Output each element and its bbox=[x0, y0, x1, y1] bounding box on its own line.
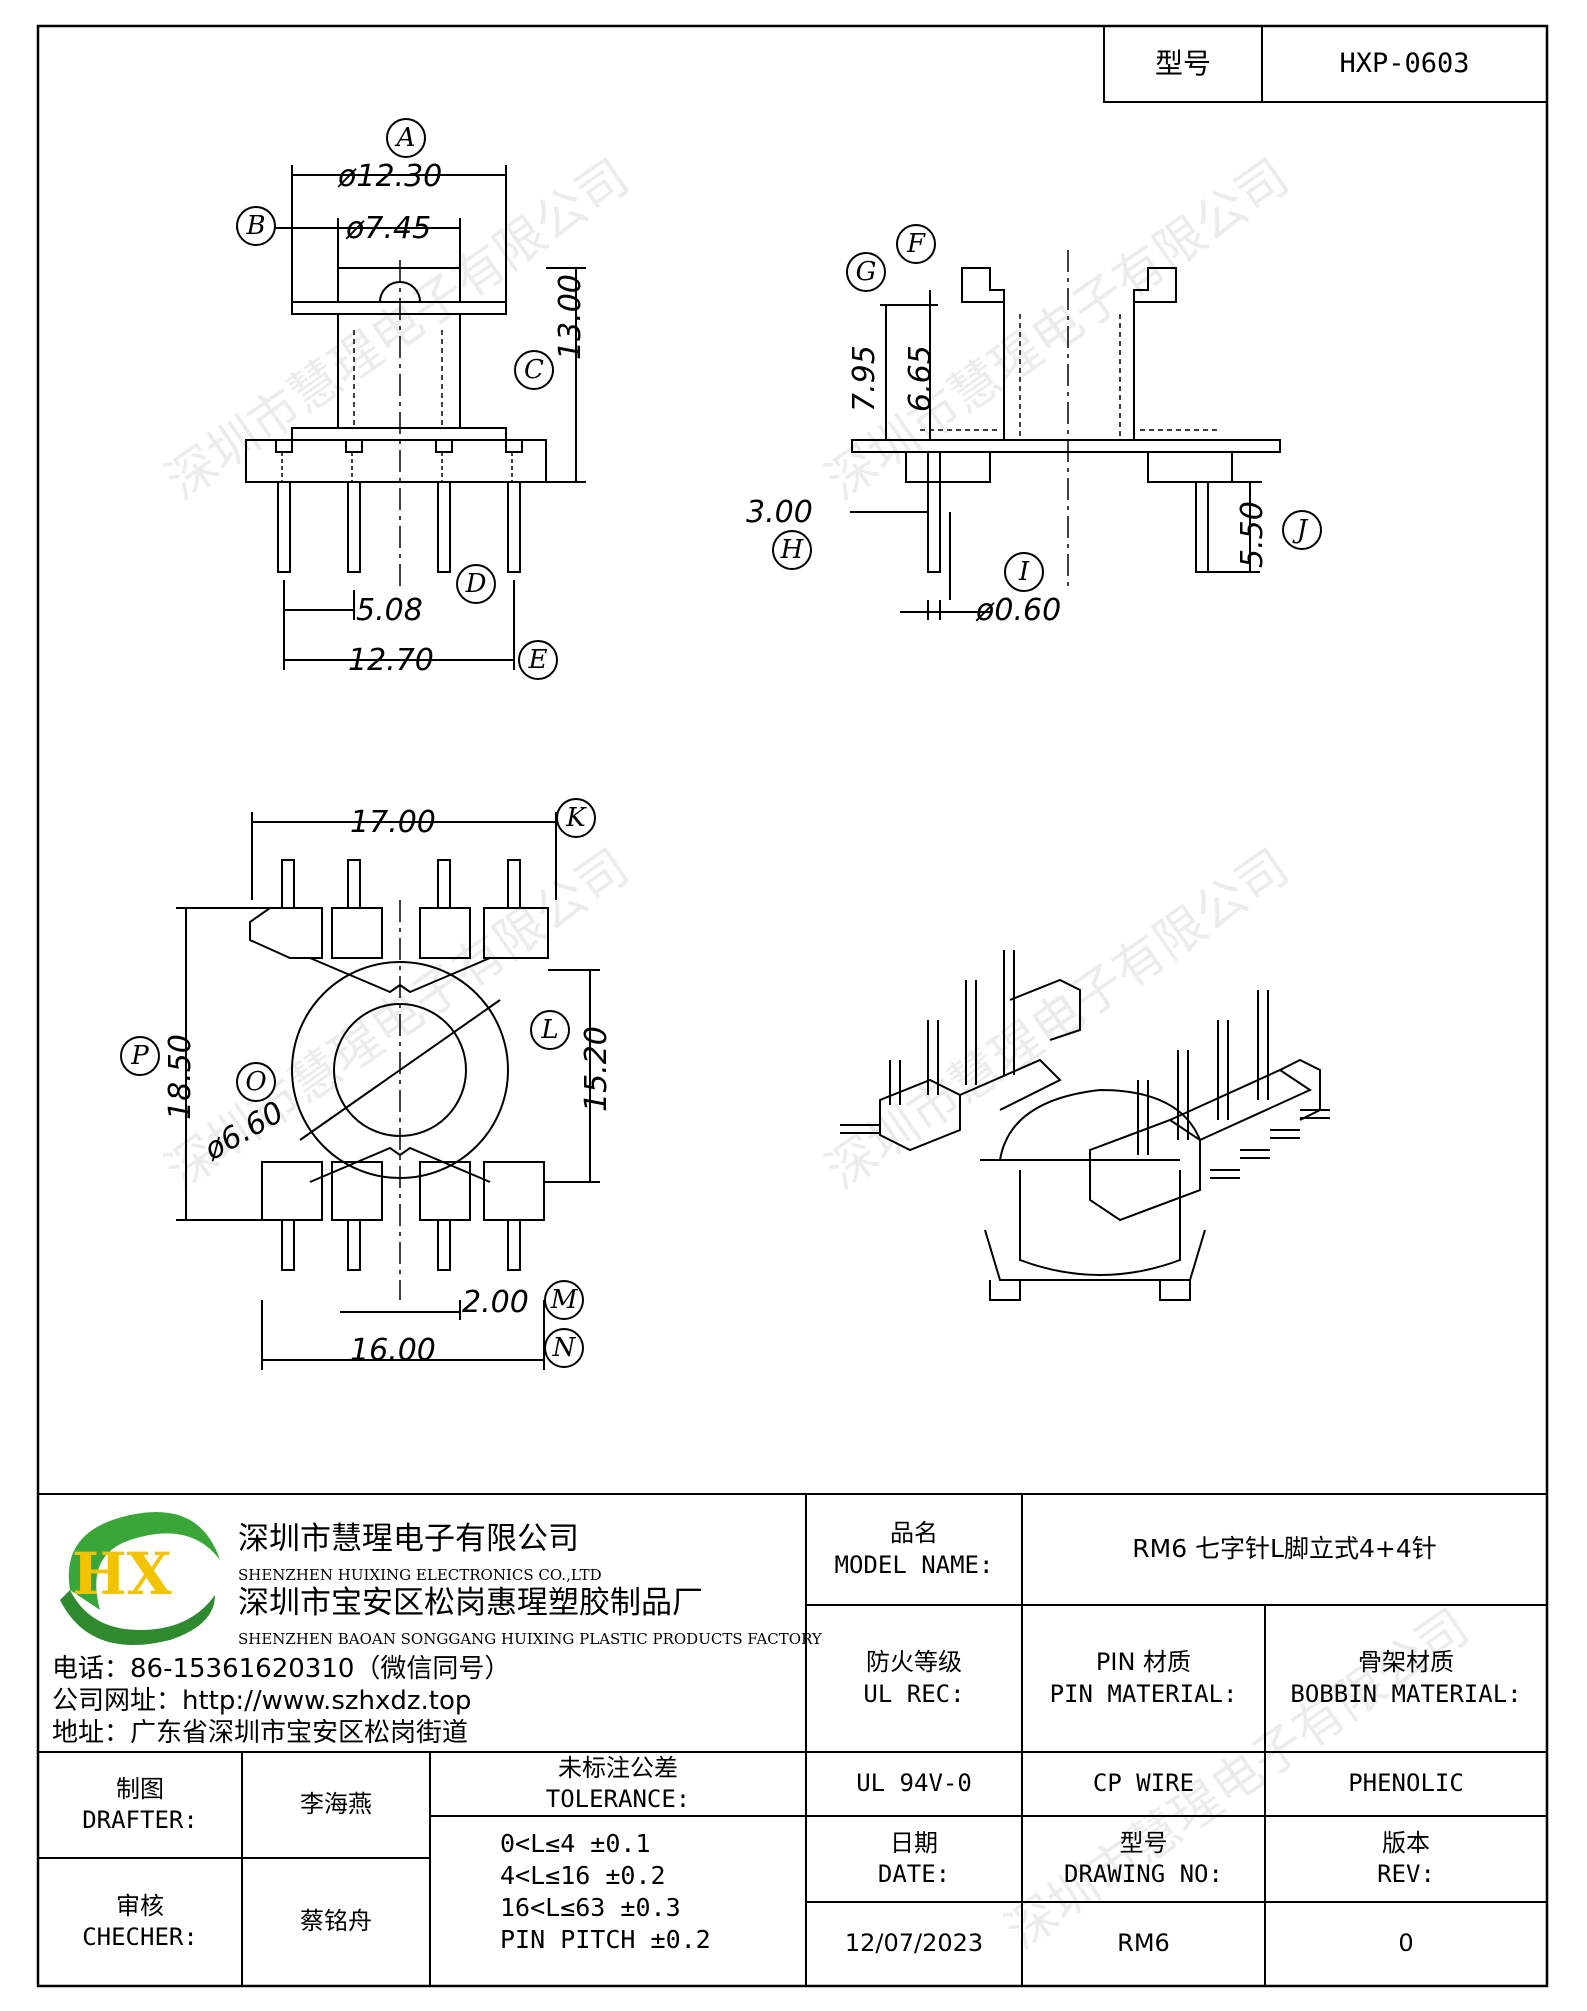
page-frame bbox=[36, 24, 1549, 1988]
dim-m: 2.00 bbox=[462, 1285, 529, 1320]
drafter-label: 制图 DRAFTER: bbox=[38, 1752, 242, 1858]
callout-j: J bbox=[1282, 510, 1322, 550]
ul-rec-value: UL 94V-0 bbox=[856, 1769, 972, 1798]
callout-k: K bbox=[556, 798, 596, 838]
drawing-no-en: DRAWING NO: bbox=[1064, 1860, 1223, 1888]
model-name-value: RM6 七字针L脚立式4+4针 bbox=[1132, 1534, 1437, 1564]
date-value: 12/07/2023 bbox=[844, 1929, 984, 1958]
dim-g: 7.95 bbox=[847, 345, 882, 412]
callout-l: L bbox=[530, 1010, 570, 1050]
factory-name-en: SHENZHEN BAOAN SONGGANG HUIXING PLASTIC … bbox=[238, 1630, 822, 1648]
front-view bbox=[236, 165, 586, 670]
pin-material-value: CP WIRE bbox=[1092, 1769, 1195, 1798]
tolerance-label: 未标注公差 TOLERANCE: bbox=[430, 1752, 806, 1816]
drafter-name: 李海燕 bbox=[300, 1790, 372, 1819]
checker-name: 蔡铭舟 bbox=[300, 1907, 372, 1936]
tolerance-cn: 未标注公差 bbox=[558, 1753, 678, 1782]
dim-k: 17.00 bbox=[350, 805, 436, 840]
dim-n: 16.00 bbox=[350, 1333, 436, 1368]
date-en: DATE: bbox=[877, 1860, 951, 1888]
rev-cn: 版本 bbox=[1382, 1828, 1430, 1857]
ul-rec-en: UL REC: bbox=[863, 1679, 965, 1708]
callout-g: G bbox=[846, 252, 886, 292]
model-name-en: MODEL NAME: bbox=[834, 1550, 994, 1579]
company-name-cn: 深圳市慧瑆电子有限公司 bbox=[238, 1521, 579, 1557]
bobbin-material-label: 骨架材质 BOBBIN MATERIAL: bbox=[1265, 1605, 1547, 1752]
dim-h: 3.00 bbox=[746, 495, 813, 530]
rev-en: REV: bbox=[1377, 1860, 1435, 1888]
header-model-label: 型号 bbox=[1154, 46, 1211, 80]
dim-j: 5.50 bbox=[1235, 501, 1270, 568]
tolerance-line: 0<L≤4 ±0.1 bbox=[500, 1829, 651, 1858]
rev-label: 版本 REV: bbox=[1265, 1816, 1547, 1902]
ul-rec-cn: 防火等级 bbox=[866, 1648, 962, 1677]
tolerance-list: 0<L≤4 ±0.1 4<L≤16 ±0.2 16<L≤63 ±0.3 PIN … bbox=[500, 1828, 800, 1956]
bobbin-material-en: BOBBIN MATERIAL: bbox=[1290, 1679, 1522, 1708]
factory-name-cn: 深圳市宝安区松岗惠瑆塑胶制品厂 bbox=[238, 1585, 703, 1621]
callout-a: A bbox=[386, 118, 426, 158]
logo-letters: HX bbox=[72, 1540, 172, 1608]
dim-a: ø12.30 bbox=[338, 159, 443, 194]
checker-label: 审核 CHECHER: bbox=[38, 1858, 242, 1986]
company-phone: 电话：86-15361620310（微信同号） bbox=[52, 1654, 511, 1684]
checker-cn: 审核 bbox=[116, 1891, 164, 1920]
callout-e: E bbox=[518, 640, 558, 680]
callout-d: D bbox=[456, 564, 496, 604]
dim-l: 15.20 bbox=[579, 1026, 614, 1112]
dim-d: 5.08 bbox=[356, 593, 423, 628]
drafter-en: DRAFTER: bbox=[82, 1806, 198, 1834]
callout-o: O bbox=[236, 1062, 276, 1102]
tolerance-line: 4<L≤16 ±0.2 bbox=[500, 1861, 666, 1890]
callout-n: N bbox=[544, 1328, 584, 1368]
callout-c: C bbox=[514, 350, 554, 390]
header-box bbox=[1103, 25, 1548, 103]
dim-c: 13.00 bbox=[553, 274, 588, 360]
company-name-en: SHENZHEN HUIXING ELECTRONICS CO.,LTD bbox=[238, 1566, 602, 1584]
side-view bbox=[850, 250, 1281, 620]
company-address: 地址：广东省深圳市宝安区松岗街道 bbox=[52, 1718, 469, 1748]
header-model-value: HXP-0603 bbox=[1339, 48, 1470, 80]
date-cn: 日期 bbox=[890, 1828, 938, 1857]
tolerance-en: TOLERANCE: bbox=[545, 1785, 691, 1813]
model-name-label: 品名 MODEL NAME: bbox=[806, 1494, 1022, 1605]
bobbin-material-value: PHENOLIC bbox=[1348, 1769, 1464, 1798]
drafter-cn: 制图 bbox=[116, 1774, 164, 1803]
ul-rec-label: 防火等级 UL REC: bbox=[806, 1605, 1022, 1752]
bobbin-material-cn: 骨架材质 bbox=[1358, 1648, 1454, 1677]
callout-m: M bbox=[544, 1280, 584, 1320]
rev-value: 0 bbox=[1398, 1929, 1414, 1958]
dim-f: 6.65 bbox=[903, 345, 938, 412]
date-label: 日期 DATE: bbox=[806, 1816, 1022, 1902]
tolerance-line: PIN PITCH ±0.2 bbox=[500, 1925, 711, 1954]
callout-p: P bbox=[120, 1036, 160, 1076]
checker-en: CHECHER: bbox=[82, 1923, 198, 1951]
tolerance-line: 16<L≤63 ±0.3 bbox=[500, 1893, 681, 1922]
pin-material-label: PIN 材质 PIN MATERIAL: bbox=[1022, 1605, 1265, 1752]
company-website: 公司网址：http://www.szhxdz.top bbox=[52, 1686, 472, 1716]
model-name-cn: 品名 bbox=[890, 1519, 938, 1548]
callout-i: I bbox=[1004, 552, 1044, 592]
pin-material-cn: PIN 材质 bbox=[1095, 1648, 1192, 1677]
isometric-view bbox=[840, 950, 1330, 1301]
drawing-no-cn: 型号 bbox=[1119, 1828, 1168, 1857]
callout-f: F bbox=[896, 224, 936, 264]
callout-h: H bbox=[772, 530, 812, 570]
dim-e: 12.70 bbox=[348, 643, 434, 678]
callout-b: B bbox=[236, 206, 276, 246]
drawing-no-label: 型号 DRAWING NO: bbox=[1022, 1816, 1265, 1902]
drawing-no-value: RM6 bbox=[1117, 1929, 1170, 1958]
bottom-view bbox=[176, 812, 600, 1370]
dim-p: 18.50 bbox=[163, 1034, 198, 1120]
dim-b: ø7.45 bbox=[346, 211, 432, 246]
dim-i: ø0.60 bbox=[976, 593, 1062, 628]
logo-graphic bbox=[60, 1512, 220, 1645]
pin-material-en: PIN MATERIAL: bbox=[1049, 1679, 1238, 1708]
